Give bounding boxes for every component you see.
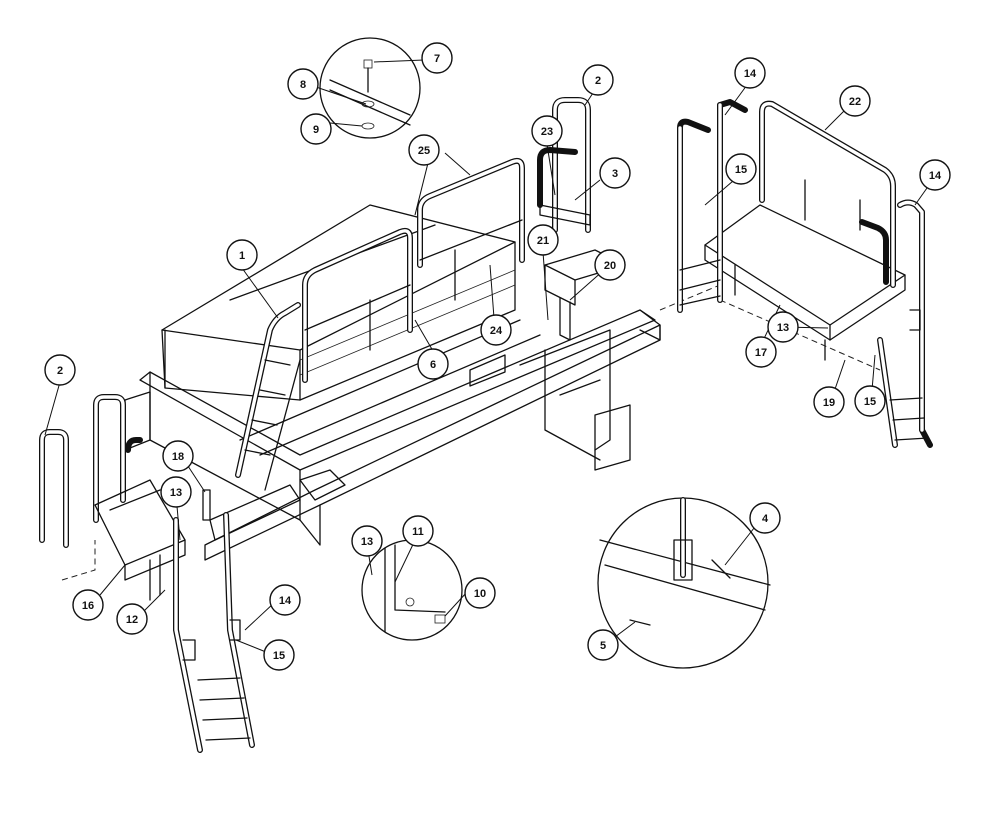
callout-25: 25 [408,134,440,166]
svg-text:7: 7 [434,53,440,65]
detail-pin [597,497,771,669]
callout-13-right: 13 [767,311,799,343]
tank-ladder [235,302,301,491]
svg-text:12: 12 [126,614,138,626]
svg-text:19: 19 [823,397,835,409]
svg-text:14: 14 [929,170,942,182]
callout-1: 1 [226,239,258,271]
svg-text:14: 14 [744,68,757,80]
callout-10: 10 [464,577,496,609]
callout-14-right: 14 [919,159,951,191]
svg-text:18: 18 [172,451,184,463]
callout-24: 24 [480,314,512,346]
right-platform [659,204,906,371]
svg-text:24: 24 [490,325,503,337]
chassis-frame [124,309,661,561]
top-railing [302,157,525,383]
svg-text:15: 15 [864,396,876,408]
callout-20: 20 [594,249,626,281]
right-railing [759,100,896,288]
svg-text:2: 2 [57,365,63,377]
callout-23: 23 [531,115,563,147]
callout-2-left: 2 [44,354,76,386]
callout-16: 16 [72,589,104,621]
callout-22: 22 [839,85,871,117]
svg-text:22: 22 [849,96,861,108]
callout-15-top: 15 [725,153,757,185]
svg-text:15: 15 [273,650,285,662]
callout-21: 21 [527,224,559,256]
callout-11: 11 [402,515,434,547]
callout-8: 8 [287,68,319,100]
front-ladder [173,512,255,753]
svg-text:13: 13 [170,487,182,499]
svg-text:5: 5 [600,640,606,652]
callout-18: 18 [162,440,194,472]
callout-19: 19 [813,386,845,418]
svg-text:2: 2 [595,75,601,87]
hopper-box [161,204,516,401]
callout-2-top: 2 [582,64,614,96]
svg-text:15: 15 [735,164,747,176]
detail-fastener-bottom [361,539,463,641]
svg-text:23: 23 [541,126,553,138]
svg-text:6: 6 [430,359,436,371]
svg-text:8: 8 [300,79,306,91]
callout-13-mid: 13 [351,525,383,557]
right-ladder-left [677,99,748,313]
svg-text:3: 3 [612,168,618,180]
svg-text:10: 10 [474,588,486,600]
svg-text:17: 17 [755,347,767,359]
callout-4: 4 [749,502,781,534]
right-ladder-right [877,199,933,448]
callout-3: 3 [599,157,631,189]
callout-5: 5 [587,629,619,661]
callout-14-top: 14 [734,57,766,89]
detail-bolt-top [319,37,421,139]
callout-7: 7 [421,42,453,74]
left-platform [61,479,211,601]
callout-15-bottom: 15 [263,639,295,671]
svg-text:13: 13 [777,322,789,334]
svg-text:1: 1 [239,250,245,262]
callout-15-right: 15 [854,385,886,417]
top-handrail [537,97,591,233]
left-handrails [39,394,143,548]
svg-text:21: 21 [537,235,549,247]
svg-text:20: 20 [604,260,616,272]
svg-text:11: 11 [412,526,424,538]
svg-text:4: 4 [762,513,769,525]
svg-text:14: 14 [279,595,292,607]
callout-13-left: 13 [160,476,192,508]
callout-9: 9 [300,113,332,145]
callout-14-bottom: 14 [269,584,301,616]
callout-6: 6 [417,348,449,380]
svg-text:16: 16 [82,600,94,612]
callout-17: 17 [745,336,777,368]
svg-text:9: 9 [313,124,319,136]
svg-text:25: 25 [418,145,430,157]
svg-text:13: 13 [361,536,373,548]
callout-12: 12 [116,603,148,635]
